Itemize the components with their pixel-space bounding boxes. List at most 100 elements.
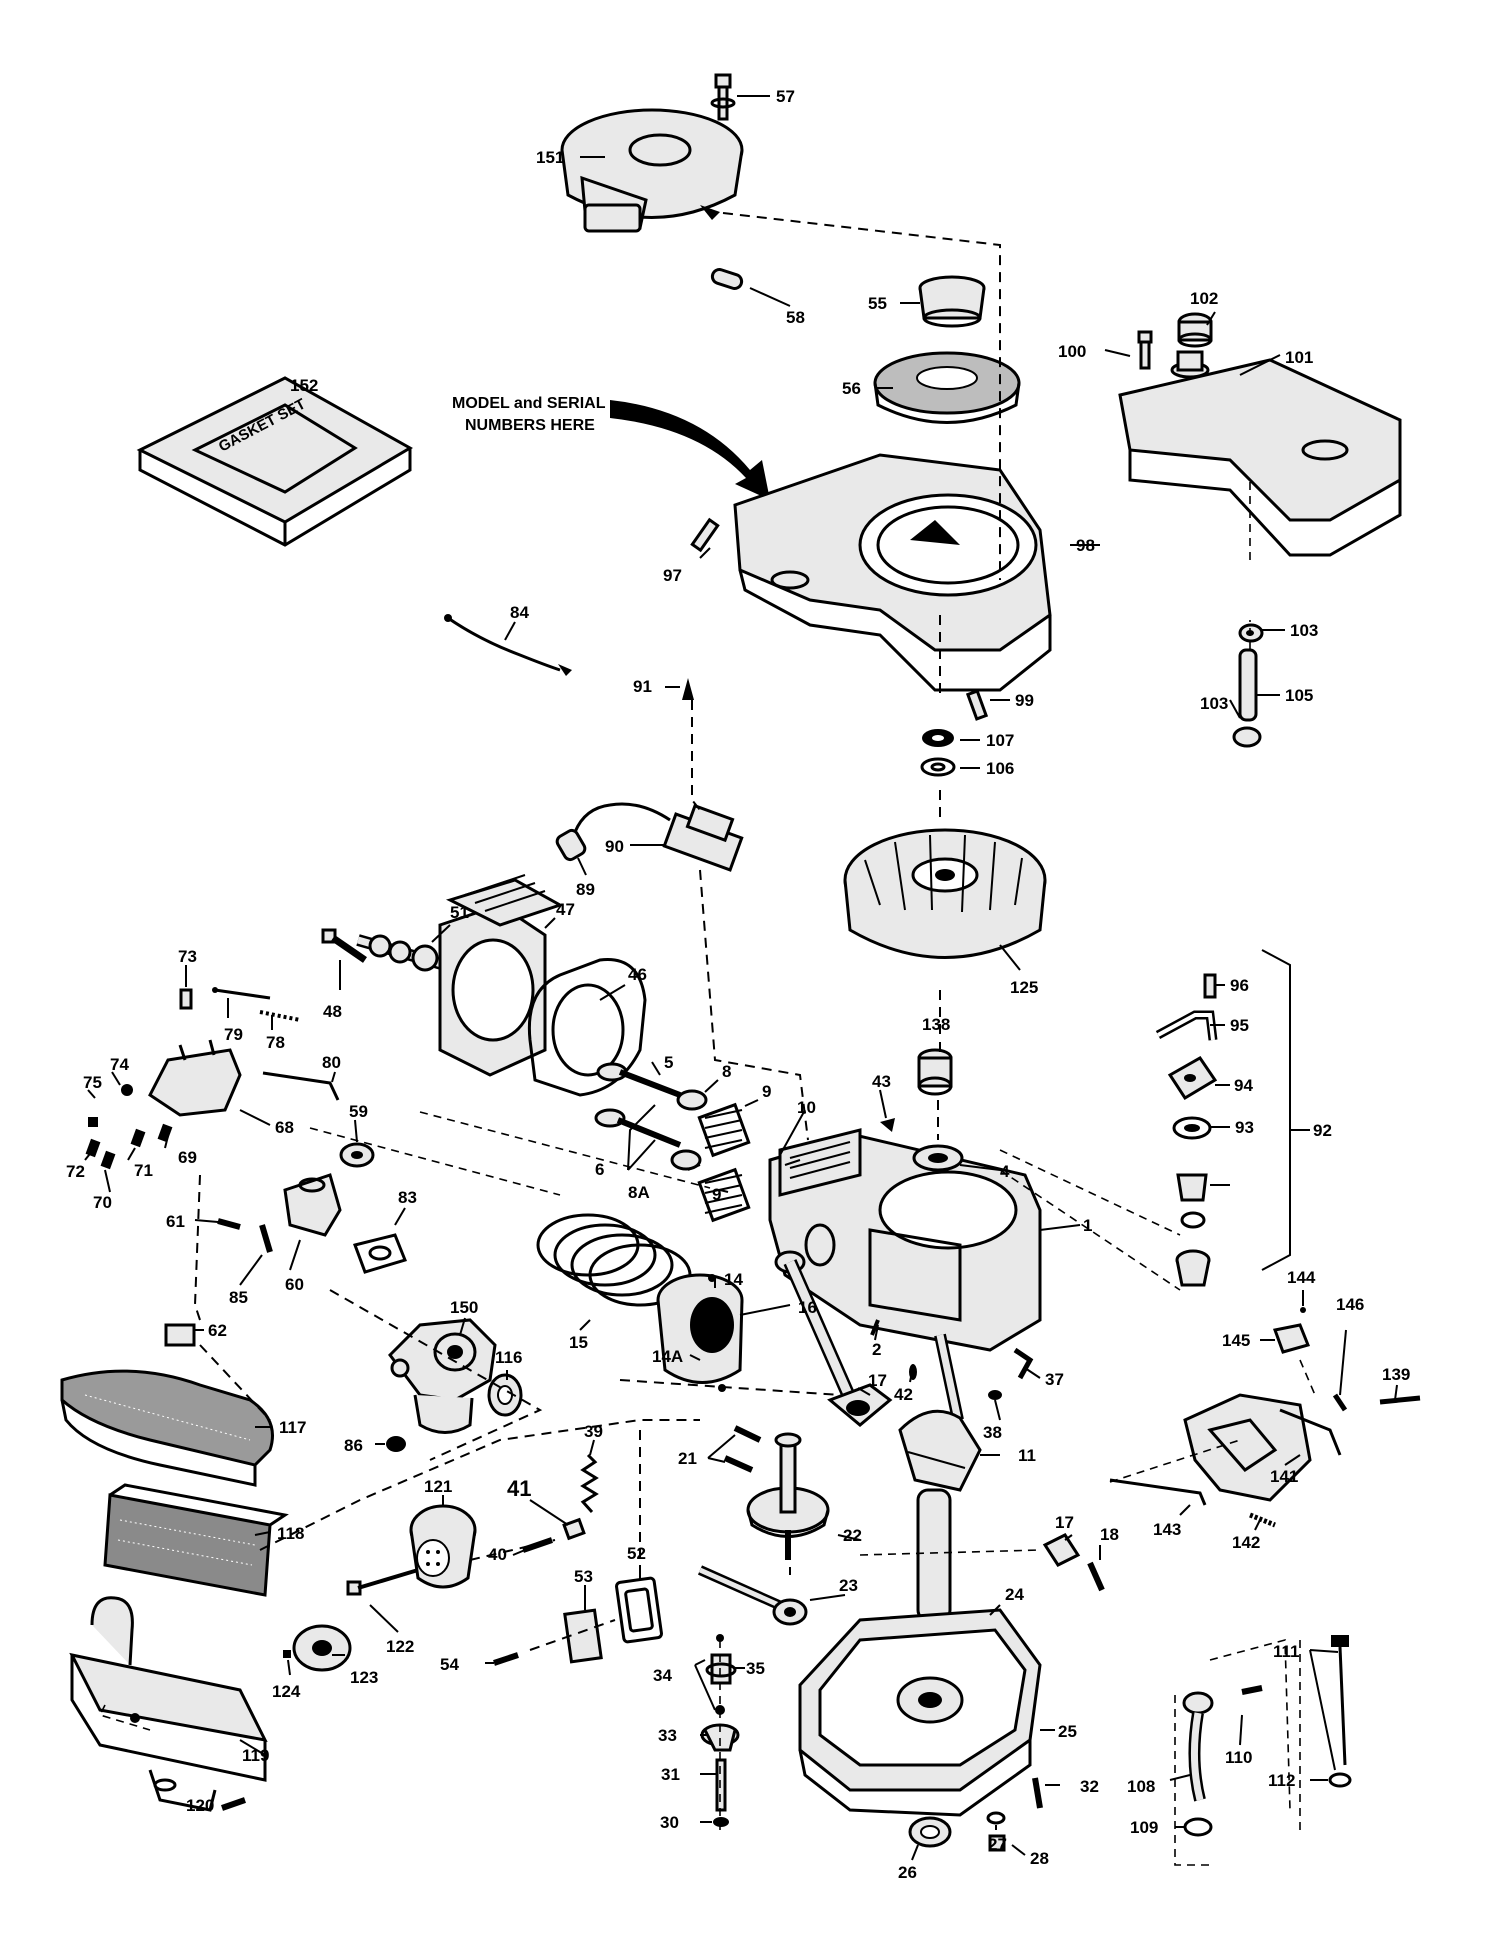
label-103-lower: 103 — [1200, 694, 1228, 713]
part-78-spring — [259, 1010, 301, 1022]
label-38: 38 — [983, 1423, 1002, 1442]
label-60: 60 — [285, 1275, 304, 1294]
label-143: 143 — [1153, 1520, 1181, 1539]
label-2: 2 — [872, 1340, 881, 1359]
part-62-decal — [164, 1323, 196, 1347]
label-144: 144 — [1287, 1268, 1316, 1287]
label-91: 91 — [633, 677, 652, 696]
part-14A-piston — [656, 1273, 744, 1384]
label-48: 48 — [323, 1002, 342, 1021]
label-70: 70 — [93, 1193, 112, 1212]
label-59: 59 — [349, 1102, 368, 1121]
label-90: 90 — [605, 837, 624, 856]
label-35: 35 — [746, 1659, 765, 1678]
label-111: 111 — [1273, 1642, 1300, 1661]
part-138-bushing — [917, 1048, 953, 1096]
label-40: 40 — [488, 1545, 507, 1564]
label-89: 89 — [576, 880, 595, 899]
part-145-switch — [1272, 1323, 1311, 1354]
label-31: 31 — [661, 1765, 680, 1784]
label-106: 106 — [986, 759, 1014, 778]
label-71: 71 — [134, 1161, 153, 1180]
label-4: 4 — [1000, 1162, 1010, 1181]
part-99-screw — [965, 689, 989, 721]
label-98: 98 — [1076, 536, 1095, 555]
label-108: 108 — [1127, 1777, 1155, 1796]
part-84-ground-wire — [444, 614, 572, 676]
label-116: 116 — [495, 1348, 522, 1367]
label-123: 123 — [350, 1668, 378, 1687]
label-21: 21 — [678, 1449, 697, 1468]
part-142-spring — [1249, 1512, 1276, 1528]
model-serial-arrow — [610, 400, 770, 500]
part-21-bolts — [723, 1425, 762, 1473]
label-92: 92 — [1313, 1121, 1332, 1140]
part-30-washer — [713, 1817, 729, 1827]
label-41: 41 — [507, 1476, 531, 1501]
label-84: 84 — [510, 603, 529, 622]
label-80: 80 — [322, 1053, 341, 1072]
part-61-screw — [217, 1218, 241, 1230]
part-27-washer — [986, 1811, 1006, 1825]
part-141-control-bracket — [1183, 1393, 1342, 1502]
part-108-dipstick-tube — [1182, 1691, 1214, 1802]
label-42: 42 — [894, 1385, 913, 1404]
part-48-bolt — [321, 928, 367, 963]
part-38-washer — [988, 1390, 1002, 1400]
label-57: 57 — [776, 87, 795, 106]
part-98-blower-housing — [733, 453, 1052, 692]
label-9-upper: 9 — [762, 1082, 771, 1101]
label-112: 112 — [1268, 1771, 1295, 1790]
part-92-breather-assembly — [1155, 949, 1291, 1287]
part-53-plate — [563, 1608, 603, 1664]
label-6: 6 — [595, 1160, 604, 1179]
part-17-rod-cap — [1042, 1533, 1081, 1567]
label-142: 142 — [1232, 1533, 1260, 1552]
part-28-plug — [988, 1834, 1006, 1852]
part-91-terminal — [682, 678, 694, 700]
part-32-screw — [1032, 1777, 1043, 1809]
label-24: 24 — [1005, 1585, 1024, 1604]
part-86-plug — [386, 1436, 406, 1452]
label-14: 14 — [724, 1270, 743, 1289]
callout-labels: 57 151 55 58 56 102 100 101 152 MODEL an… — [66, 87, 1410, 1882]
part-106-washer — [920, 757, 956, 777]
part-110-screw — [1241, 1685, 1263, 1695]
part-85-screw — [259, 1224, 273, 1253]
label-150: 150 — [450, 1298, 478, 1317]
label-33: 33 — [658, 1726, 677, 1745]
label-32: 32 — [1080, 1777, 1099, 1796]
label-34: 34 — [653, 1666, 672, 1685]
part-39-spring — [580, 1453, 599, 1514]
label-46: 46 — [628, 965, 647, 984]
part-109-oring — [1183, 1817, 1213, 1837]
label-15: 15 — [569, 1333, 588, 1352]
label-25: 25 — [1058, 1722, 1077, 1741]
part-4-seal — [912, 1144, 964, 1172]
part-152-gasket-set: GASKET SET — [136, 376, 414, 547]
label-16: 16 — [798, 1298, 817, 1317]
label-75: 75 — [83, 1073, 102, 1092]
label-125: 125 — [1010, 978, 1038, 997]
label-103-upper: 103 — [1290, 621, 1318, 640]
part-79-spring — [212, 987, 271, 1000]
part-125-flywheel — [843, 828, 1047, 959]
leader-lines — [84, 95, 1398, 1861]
label-101: 101 — [1285, 348, 1313, 367]
part-17-connecting-rod — [774, 1250, 893, 1427]
part-144-clip — [1300, 1307, 1306, 1313]
part-57-screw — [710, 73, 736, 121]
part-97-screw — [690, 517, 720, 553]
part-102-fuel-cap — [1177, 312, 1213, 348]
label-121: 121 — [424, 1477, 452, 1496]
label-118: 118 — [277, 1524, 304, 1543]
label-139: 139 — [1382, 1365, 1410, 1384]
label-109: 109 — [1130, 1818, 1158, 1837]
part-100-screw — [1137, 330, 1153, 370]
label-18: 18 — [1100, 1525, 1119, 1544]
part-11-crankshaft — [898, 1333, 982, 1622]
part-116-gasket — [487, 1373, 523, 1417]
part-150-carburetor — [388, 1318, 497, 1434]
label-9-lower: 9 — [712, 1185, 721, 1204]
label-47: 47 — [556, 900, 575, 919]
